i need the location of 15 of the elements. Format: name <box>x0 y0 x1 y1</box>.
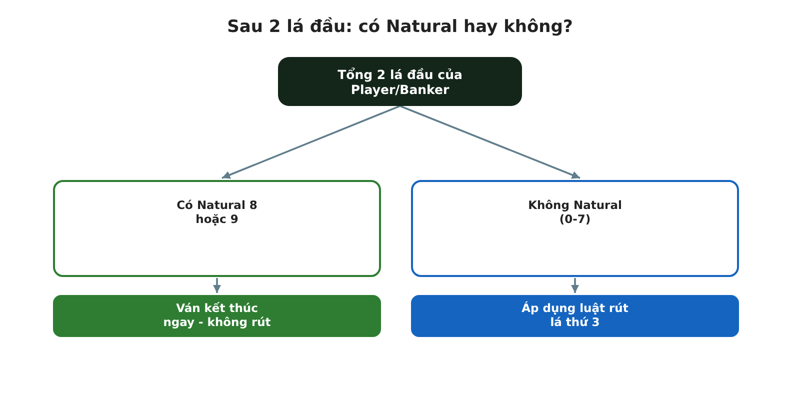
arrow <box>570 278 580 293</box>
decision-box <box>53 180 381 277</box>
decision-box <box>411 180 739 277</box>
diagram-title: Sau 2 lá đầu: có Natural hay không? <box>227 17 573 37</box>
result-box <box>411 295 739 337</box>
node-label: Áp dụng luật rút lá thứ 3 <box>521 302 629 330</box>
node-label: Ván kết thúc ngay - không rút <box>163 302 271 330</box>
result-box <box>53 295 381 337</box>
arrow <box>222 105 400 179</box>
arrow <box>400 105 580 179</box>
node-label: Tổng 2 lá đầu của Player/Banker <box>336 66 464 96</box>
node-label: Không Natural (0-7) <box>527 199 623 227</box>
node-label: Có Natural 8 hoặc 9 <box>176 199 258 227</box>
start-box <box>278 57 522 106</box>
arrow <box>212 278 222 293</box>
